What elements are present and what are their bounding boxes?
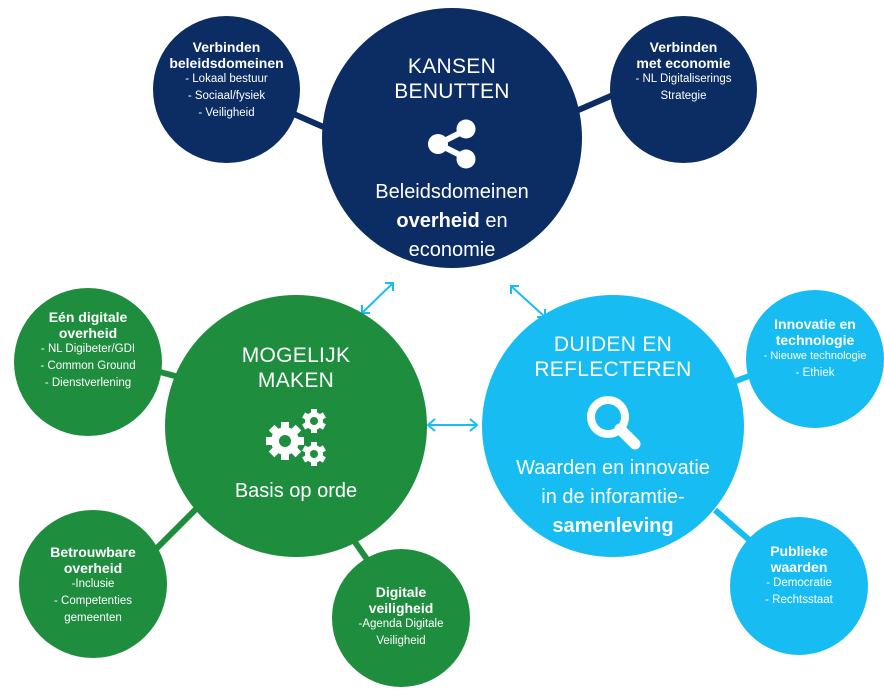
- node-item: - Common Ground: [40, 360, 136, 372]
- node-title: overheid: [63, 560, 123, 576]
- description-bold: samenleving: [552, 515, 674, 537]
- node-description: Basis op orde: [234, 480, 358, 502]
- node-title: REFLECTEREN: [534, 358, 692, 381]
- node-description: economie: [408, 239, 496, 261]
- node-title: overheid: [58, 325, 118, 341]
- node-item: - Nieuwe technologie: [763, 350, 867, 362]
- share-icon: [428, 119, 476, 169]
- node-item: gemeenten: [64, 612, 122, 624]
- node-description: in de inforamtie-: [541, 486, 685, 508]
- node-title: waarden: [770, 559, 828, 575]
- node-een-digitale-overheid: Eén digitale overheid - NL Digibeter/GDI…: [14, 288, 162, 436]
- node-title: technologie: [775, 332, 855, 348]
- description-bold: overheid: [396, 210, 480, 232]
- node-description: overheid en: [396, 207, 507, 236]
- double-arrow-right: [510, 285, 546, 318]
- node-title: MAKEN: [257, 369, 335, 392]
- node-item: - Lokaal bestuur: [185, 73, 268, 85]
- node-description: Beleidsdomeinen: [375, 181, 529, 203]
- node-title: Publieke: [770, 543, 828, 559]
- node-description: samenleving: [552, 512, 673, 541]
- node-item: - Ethiek: [795, 367, 835, 379]
- node-item: - Veiligheid: [198, 107, 255, 119]
- node-mogelijk-maken: MOGELIJK MAKEN: [165, 295, 427, 557]
- node-publieke-waarden: Publieke waarden - Democratie - Rechtsst…: [730, 517, 868, 655]
- node-title: Betrouwbare: [50, 544, 136, 560]
- node-title: BENUTTEN: [394, 80, 510, 103]
- node-verbinden-beleidsdomeinen: Verbinden beleidsdomeinen - Lokaal bestu…: [153, 16, 300, 163]
- node-title: MOGELIJK: [241, 344, 351, 367]
- node-innovatie-technologie: Innovatie en technologie - Nieuwe techno…: [746, 290, 884, 428]
- node-kansen-benutten: KANSEN BENUTTEN Beleidsdomeinen overheid…: [322, 8, 582, 268]
- double-arrow-left: [361, 282, 394, 314]
- node-duiden-reflecteren: DUIDEN EN REFLECTEREN Waarden en innovat…: [482, 295, 744, 557]
- node-item: - Democratie: [766, 577, 832, 589]
- node-title: Innovatie en: [774, 316, 856, 332]
- node-title: Eén digitale: [48, 309, 128, 325]
- node-verbinden-economie: Verbinden met economie - NL Digitaliseri…: [610, 16, 757, 163]
- node-title: veiligheid: [368, 600, 434, 616]
- double-arrow-center: [426, 418, 479, 432]
- node-digitale-veiligheid: Digitale veiligheid -Agenda Digitale Vei…: [332, 549, 470, 687]
- node-item: - Rechtsstaat: [765, 594, 833, 606]
- search-icon: [587, 396, 641, 450]
- node-title: met economie: [636, 55, 731, 71]
- node-title: Verbinden: [649, 39, 718, 55]
- node-description: Waarden en innovatie: [516, 457, 710, 479]
- node-title: beleidsdomeinen: [169, 55, 284, 71]
- node-title: DUIDEN EN: [553, 333, 673, 356]
- node-title: Verbinden: [192, 39, 261, 55]
- node-item: Veiligheid: [376, 635, 426, 647]
- gears-icon: [266, 409, 326, 466]
- node-betrouwbare-overheid: Betrouwbare overheid -Inclusie - Compete…: [19, 510, 167, 658]
- node-item: - Competenties: [54, 595, 132, 607]
- description-text: en: [479, 210, 508, 232]
- node-item: Strategie: [660, 90, 707, 102]
- node-title: KANSEN: [407, 55, 497, 78]
- node-item: - Sociaal/fysiek: [187, 90, 266, 102]
- node-item: - NL Digibeter/GDI: [40, 343, 136, 355]
- node-item: - Dienstverlening: [44, 377, 132, 389]
- node-item: -Agenda Digitale: [358, 618, 444, 630]
- node-item: -Inclusie: [71, 578, 115, 590]
- node-title: Digitale: [375, 584, 427, 600]
- node-item: - NL Digitaliserings: [635, 73, 732, 85]
